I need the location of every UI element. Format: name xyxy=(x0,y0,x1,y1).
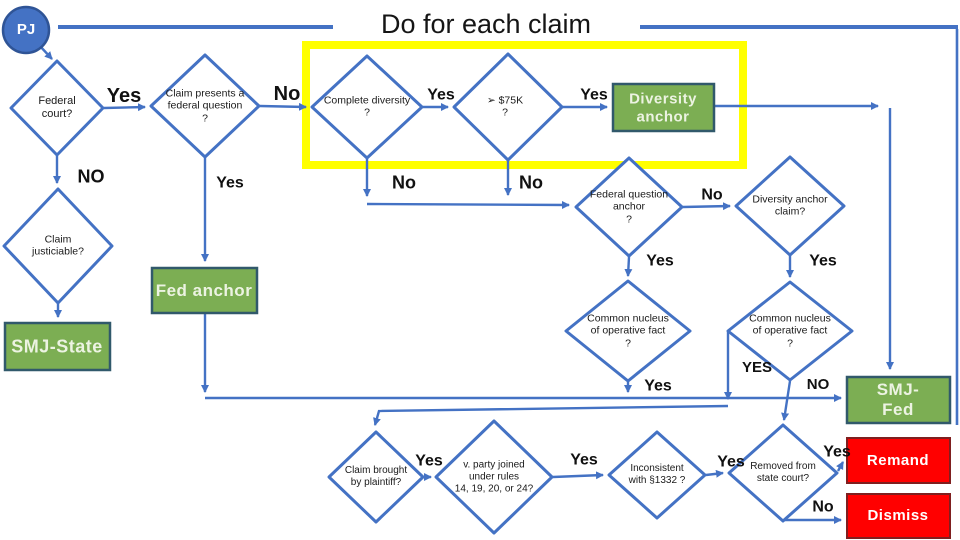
edge-claim-presents-no xyxy=(259,102,307,111)
label-cn-right-yes: YES xyxy=(741,359,773,377)
label-complete-diversity-yes: Yes xyxy=(427,86,455,104)
edge-federal-court-yes xyxy=(103,103,146,112)
edge-party-joined-yes xyxy=(552,471,604,480)
label-fq-anchor-yes: Yes xyxy=(646,252,674,270)
claim-presents-label: Claim presents a federal question ? xyxy=(165,87,245,125)
claim-justiciable-label: Claim justiciable? xyxy=(32,233,84,258)
remand-box xyxy=(846,437,951,484)
claim-brought-diamond xyxy=(327,430,425,524)
fed-anchor-box-label: Fed anchor xyxy=(155,280,253,300)
diversity-anchor-box xyxy=(611,82,716,133)
amount-75k-label: ➢ $75K ? xyxy=(486,94,524,119)
label-removed-yes: Yes xyxy=(823,443,851,461)
federal-question-anchor-diamond xyxy=(574,156,684,258)
edge-no-merge-to-fq-anchor xyxy=(366,200,570,209)
smj-state-box-label: SMJ-State xyxy=(11,336,103,357)
smj-fed-box xyxy=(845,375,952,425)
edge-fq-anchor-yes xyxy=(624,256,633,277)
fed-anchor-box xyxy=(150,266,259,315)
dismiss-box-label: Dismiss xyxy=(867,507,929,525)
claim-presents-diamond xyxy=(149,53,261,159)
federal-question-anchor-label: Federal question anchor ? xyxy=(589,188,669,226)
removed-state-court-label: Removed from state court? xyxy=(750,461,816,484)
complete-diversity-diamond xyxy=(310,54,424,160)
dismiss-box xyxy=(846,493,951,539)
edge-inconsistent-yes xyxy=(705,469,724,478)
slide-title: Do for each claim xyxy=(380,9,592,40)
diversity-anchor-claim-diamond xyxy=(734,155,846,257)
pj-start-label: PJ xyxy=(16,21,36,39)
label-federal-court-yes: Yes xyxy=(106,85,142,108)
party-joined-diamond xyxy=(434,419,554,535)
pj-start-circle xyxy=(1,5,51,55)
label-claim-presents-yes: Yes xyxy=(216,174,244,192)
common-nucleus-right-diamond xyxy=(726,280,854,382)
label-fq-anchor-no: No xyxy=(701,186,723,204)
label-cn-right-no: NO xyxy=(806,376,830,394)
label-removed-no: No xyxy=(812,498,834,516)
complete-diversity-label: Complete diversity ? xyxy=(323,94,411,119)
inconsistent-1332-diamond xyxy=(607,430,707,520)
federal-court-label: Federal court? xyxy=(38,95,76,120)
label-claim-brought-yes: Yes xyxy=(415,452,443,470)
inconsistent-1332-label: Inconsistent with §1332 ? xyxy=(628,463,686,486)
claim-justiciable-diamond xyxy=(2,187,114,305)
removed-state-court-diamond xyxy=(727,423,839,523)
edge-fq-anchor-no xyxy=(682,202,731,211)
common-nucleus-right-label: Common nucleus of operative fact ? xyxy=(749,312,831,350)
common-nucleus-left-diamond xyxy=(564,279,692,383)
smj-state-box xyxy=(3,321,112,372)
label-amount-yes: Yes xyxy=(580,86,608,104)
label-div-anchor-claim-yes: Yes xyxy=(809,252,837,270)
federal-court-diamond xyxy=(9,59,105,157)
diversity-anchor-claim-label: Diversity anchor claim? xyxy=(752,193,828,218)
label-claim-presents-no: No xyxy=(273,83,301,106)
remand-box-label: Remand xyxy=(866,452,930,470)
diversity-anchor-box-label: Diversity anchor xyxy=(629,90,697,125)
label-federal-court-no: NO xyxy=(77,166,105,187)
edge-to-claim-brought xyxy=(373,404,729,426)
label-amount-no: No xyxy=(519,172,543,193)
common-nucleus-left-label: Common nucleus of operative fact ? xyxy=(587,312,669,350)
label-party-joined-yes: Yes xyxy=(570,451,598,469)
amount-75k-diamond xyxy=(452,52,564,162)
label-cn-left-yes: Yes xyxy=(644,377,672,395)
party-joined-label: v. party joined under rules 14, 19, 20, … xyxy=(454,459,534,494)
edge-cn-right-to-removed xyxy=(781,380,792,421)
edge-removed-yes xyxy=(836,461,845,472)
label-complete-diversity-no: No xyxy=(392,172,416,193)
claim-brought-label: Claim brought by plaintiff? xyxy=(344,465,408,488)
label-inconsistent-yes: Yes xyxy=(717,453,745,471)
smj-fed-box-label: SMJ-Fed xyxy=(876,379,920,419)
